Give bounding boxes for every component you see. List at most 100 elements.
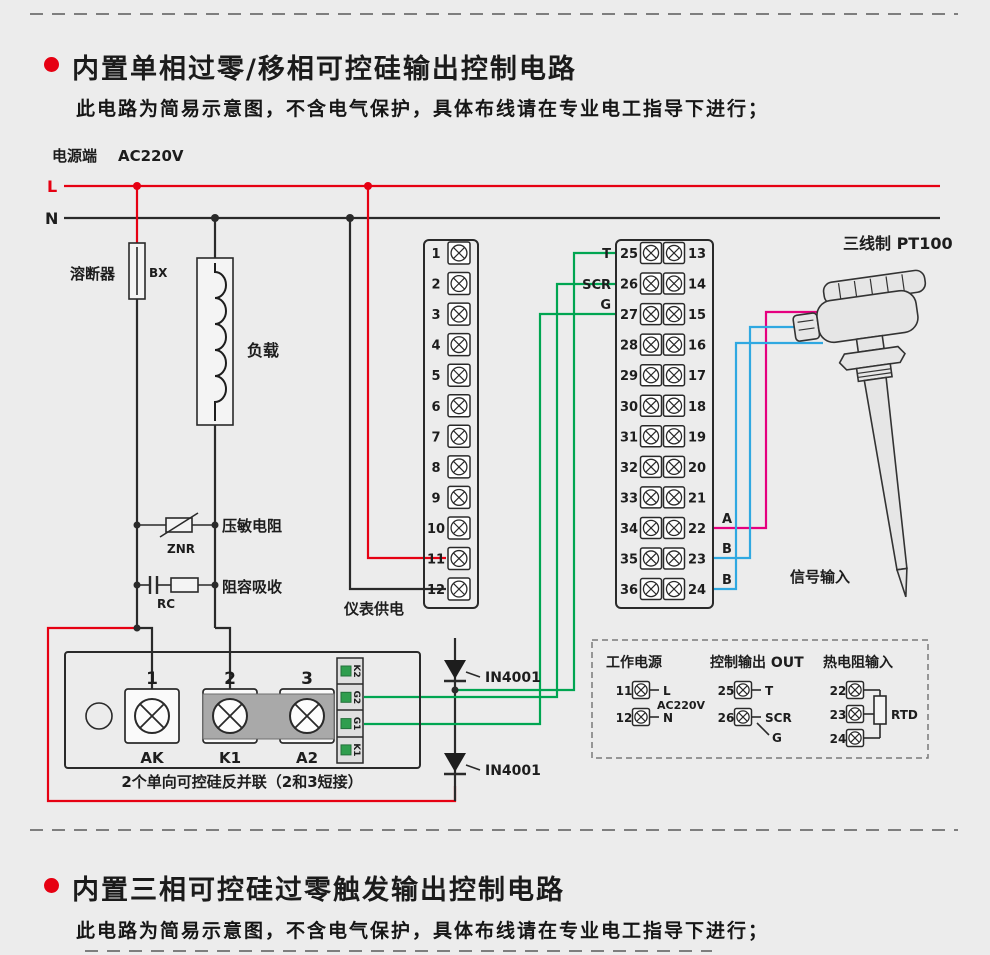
screw-terminal-icon [447,302,471,326]
terminal-number: 28 [620,339,638,354]
meter-power-label: 仪表供电 [343,600,404,618]
legend-power-title: 工作电源 [606,654,662,671]
fuse-icon [128,242,146,300]
terminal-number: 31 [620,430,638,445]
rtd-a-wire [713,310,818,530]
module-terminal-label: K1 [219,749,241,767]
legend-l-label: L [663,684,671,698]
legend-terminal-number: 12 [616,711,633,725]
terminal-number: 17 [688,369,706,384]
terminal-number: 35 [620,553,638,568]
terminal-number: 18 [688,400,706,415]
module-terminal-label: A2 [296,749,318,767]
legend-output-title: 控制输出 OUT [710,654,804,671]
indicator-led [340,665,352,677]
wires [46,186,823,803]
terminal-number: 12 [427,583,445,598]
meter-power-n-wire [348,218,446,591]
legend-t-label: T [765,684,774,698]
rc-code: RC [157,597,175,611]
screw-terminal-icon [639,241,663,265]
terminal-number: 27 [620,308,638,323]
module-terminal-number: 2 [224,669,236,689]
screw-terminal-icon [447,577,471,601]
screw-terminal-icon [447,332,471,357]
module-screw-icon [134,698,170,734]
screw-terminal-icon [662,425,686,448]
diode-label: IN4001 [485,670,541,686]
section-subtitle-single-phase: 此电路为简易示意图，不含电气保护，具体布线请在专业电工指导下进行； [76,98,770,120]
screw-terminal-icon [662,547,686,570]
diode-label: IN4001 [485,763,541,779]
legend-terminal-number: 11 [616,684,633,698]
terminal-number: 33 [620,491,638,506]
screw-terminal-icon [662,516,686,540]
rtd-b2-wire [713,341,823,591]
legend-terminal-number: 22 [830,684,847,698]
meter-power-l-wire [366,186,446,560]
screw-terminal-icon [447,546,471,571]
screw-terminal-icon [662,455,686,479]
line-n-label: N [45,209,58,228]
line-l-label: L [47,177,57,196]
terminal-number: 36 [620,583,638,598]
section-header-three-phase: 内置三相可控硅过零触发输出控制电路 [44,868,565,907]
terminal-number: 15 [688,308,706,323]
section-title-single-phase: 内置单相过零/移相可控硅输出控制电路 [72,54,577,85]
screw-terminal-icon [639,425,663,448]
signal-input-label: 信号输入 [790,568,850,586]
module-terminal-number: 3 [301,669,313,689]
screw-terminal-icon [662,272,686,295]
terminal-block-right [615,239,714,609]
screw-terminal-icon [639,394,663,417]
screw-terminal-icon [639,302,663,326]
legend-scr-label: SCR [765,711,792,725]
terminal-number: 22 [688,522,706,537]
load-label: 负载 [247,341,279,360]
rtd-resistor-icon [873,695,887,725]
screw-terminal-icon [639,547,663,570]
legend-rtd-label: RTD [891,708,918,722]
varistor-label: 压敏电阻 [222,517,282,535]
screw-terminal-icon [639,577,663,601]
screw-terminal-icon [845,728,865,748]
module-terminal-number: 1 [146,669,158,689]
screw-terminal-icon [447,394,471,418]
scr-t-wire [457,251,616,692]
varistor-code: ZNR [167,542,195,556]
terminal-number: 8 [431,461,440,476]
screw-terminal-icon [662,302,686,326]
screw-terminal-icon [733,707,753,727]
terminal-number: 34 [620,522,638,537]
terminal-number: 3 [431,308,440,323]
legend-box [591,639,929,759]
mounting-hole-icon [85,702,113,730]
terminal-number: 1 [431,247,440,262]
legend-voltage-label: AC220V [657,699,706,712]
screw-terminal-icon [662,486,686,509]
gate-strip-label: K2 [351,664,361,677]
screw-terminal-icon [639,363,663,387]
terminal-number: 24 [688,583,706,598]
terminal-number: 19 [688,430,706,445]
screw-terminal-icon [639,333,663,356]
wire-a-label: A [722,512,732,527]
terminal-number: 2 [431,278,440,293]
terminal-number: 9 [431,491,440,506]
screw-terminal-icon [639,272,663,295]
power-rails [64,182,940,222]
diode-icon [444,753,481,776]
terminal-number: 14 [688,278,706,293]
terminal-number: 23 [688,553,706,568]
terminal-scr-label: SCR [582,278,611,293]
fuse-label: 溶断器 [70,265,116,283]
gate-strip-label: G2 [351,690,361,704]
bullet-icon [44,57,59,72]
gate-strip-label: K1 [351,743,361,756]
indicator-led [340,718,352,730]
screw-terminal-icon [845,680,865,700]
screw-terminal-icon [662,363,686,387]
varistor-icon [137,512,215,538]
screw-terminal-icon [733,680,753,700]
